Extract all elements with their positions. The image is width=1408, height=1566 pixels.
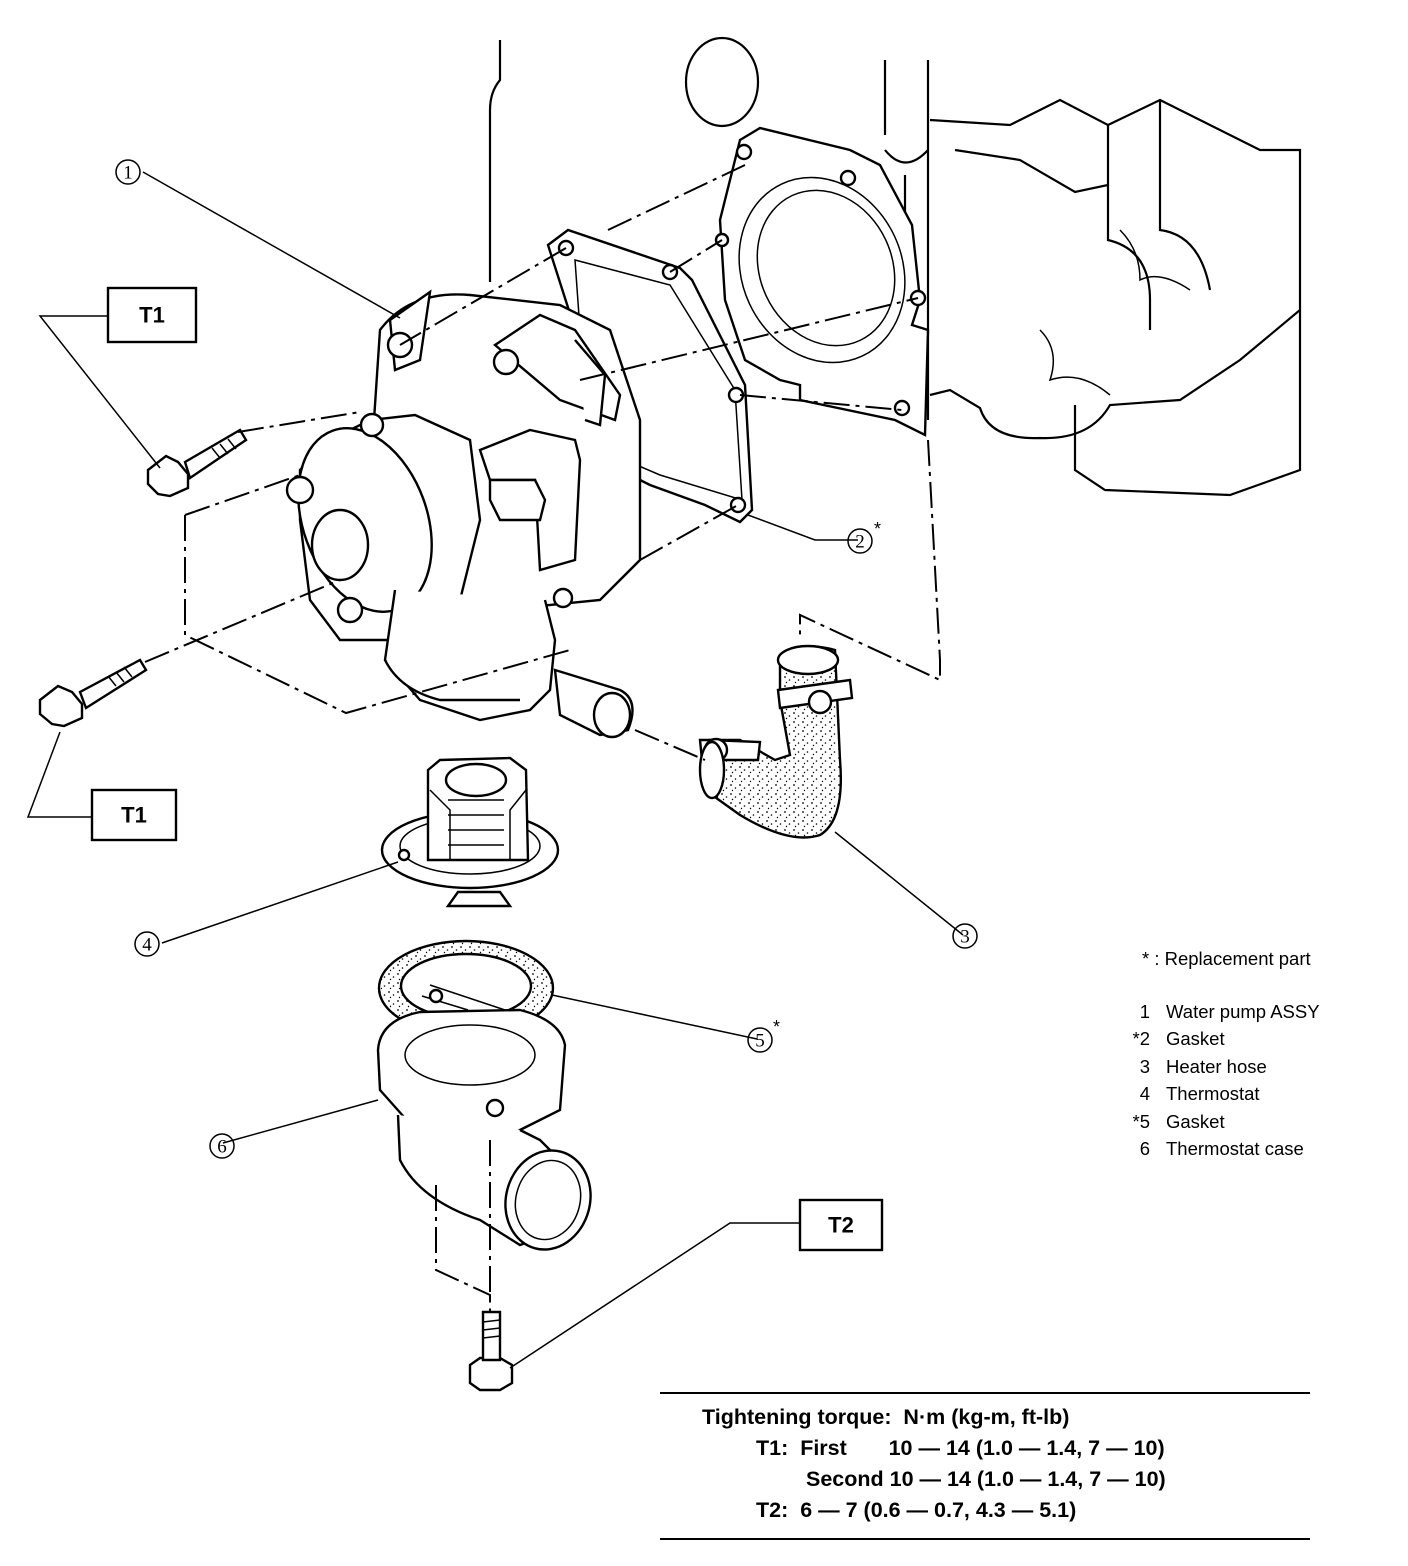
torque-box-label: T2	[828, 1213, 854, 1238]
legend-number: 1	[1139, 1000, 1150, 1022]
legend-row: 3 Heater hose	[1120, 1053, 1320, 1081]
legend-number: 6	[1139, 1138, 1150, 1160]
parts-legend: * : Replacement part 1 Water pump ASSY *…	[1120, 948, 1320, 1163]
callout-2: 2 *	[847, 519, 881, 554]
torque-t2: T2: 6 — 7 (0.6 — 0.7, 4.3 — 5.1)	[756, 1498, 1077, 1522]
callout-number: 4	[142, 935, 152, 956]
torque-t1-first: T1: First 10 — 14 (1.0 — 1.4, 7 — 10)	[756, 1436, 1165, 1460]
engine-block	[488, 36, 1302, 497]
legend-part-name: Gasket	[1166, 1028, 1225, 1050]
leader-lines	[26, 171, 964, 1369]
legend-part-name: Heater hose	[1166, 1055, 1267, 1077]
legend-row: 4 Thermostat	[1120, 1081, 1320, 1109]
callout-number: 2	[855, 532, 865, 553]
legend-number: *2	[1132, 1028, 1151, 1050]
legend-number: 3	[1139, 1055, 1150, 1077]
alignment-lines	[144, 164, 941, 1312]
callout-number: 1	[123, 163, 133, 184]
heater-hose	[698, 644, 854, 839]
callout-4: 4	[134, 931, 160, 957]
legend-row: *2 Gasket	[1120, 1026, 1320, 1054]
legend-number: 4	[1139, 1083, 1150, 1105]
legend-part-name: Water pump ASSY	[1166, 1000, 1320, 1022]
legend-part-name: Thermostat case	[1166, 1138, 1304, 1160]
table-bottom-rule	[660, 1538, 1310, 1540]
legend-row: *5 Gasket	[1120, 1108, 1320, 1136]
legend-part-name: Thermostat	[1166, 1083, 1260, 1105]
callout-1: 1	[115, 159, 141, 185]
torque-box-t1-lower: T1	[90, 788, 178, 842]
legend-number: *5	[1132, 1110, 1151, 1132]
replacement-mark: *	[874, 519, 881, 539]
engine-mount-flange	[714, 126, 930, 437]
legend-part-name: Gasket	[1166, 1110, 1225, 1132]
thermostat-case	[376, 1008, 592, 1251]
callout-5: 5 *	[747, 1017, 780, 1053]
bolt-thermostat-case	[468, 1310, 514, 1392]
legend-row: 1 Water pump ASSY	[1120, 998, 1320, 1026]
table-top-rule	[660, 1392, 1310, 1394]
callout-number: 6	[217, 1137, 227, 1158]
bolt-upper	[146, 428, 248, 498]
replacement-note: * : Replacement part	[1142, 948, 1311, 969]
torque-header: Tightening torque: N·m (kg-m, ft-lb)	[702, 1405, 1070, 1429]
callout-number: 5	[755, 1031, 765, 1052]
thermostat	[380, 756, 560, 908]
callout-number: 3	[960, 927, 970, 948]
water-pump-assy	[285, 289, 642, 739]
bolt-lower	[38, 658, 148, 728]
torque-box-label: T1	[121, 803, 147, 828]
callout-3: 3	[952, 923, 978, 949]
replacement-mark: *	[773, 1017, 780, 1037]
legend-row: 6 Thermostat case	[1120, 1136, 1320, 1164]
torque-box-t2: T2	[798, 1198, 884, 1252]
tightening-torque-table: Tightening torque: N·m (kg-m, ft-lb) T1:…	[660, 1392, 1310, 1540]
torque-box-t1-upper: T1	[106, 286, 198, 344]
callout-6: 6	[209, 1133, 235, 1159]
torque-t1-second: Second 10 — 14 (1.0 — 1.4, 7 — 10)	[806, 1467, 1166, 1491]
torque-box-label: T1	[139, 303, 165, 328]
